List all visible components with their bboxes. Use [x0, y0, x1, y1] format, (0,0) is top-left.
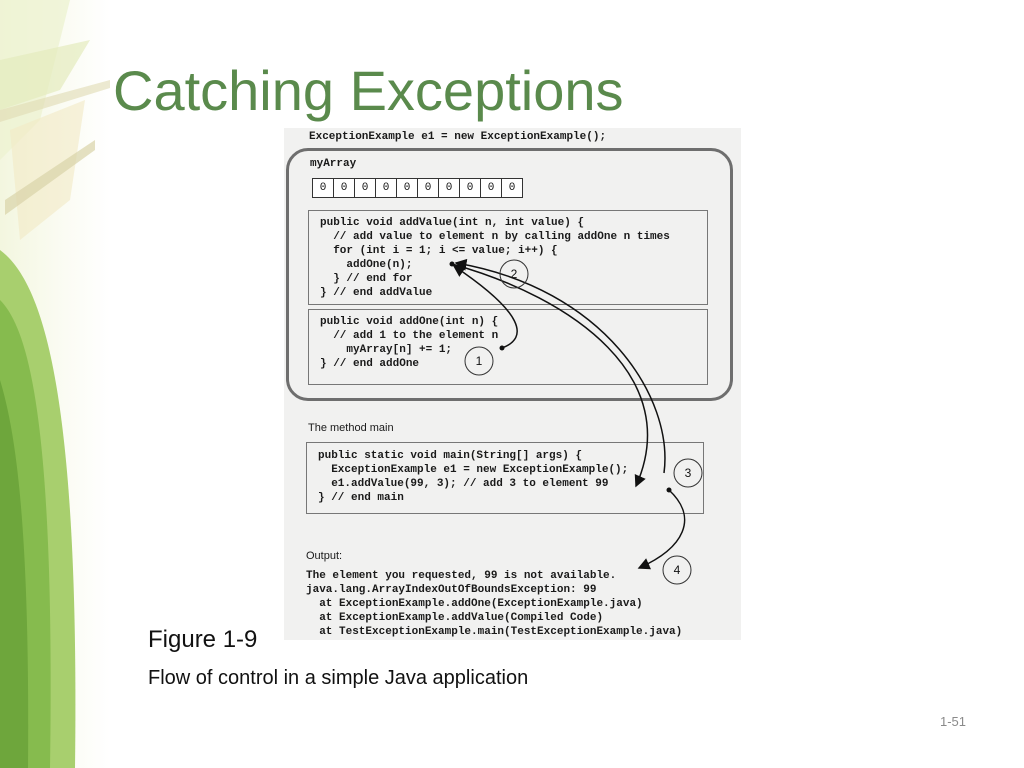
code-line: } // end addOne — [320, 358, 420, 370]
figure-top-line: ExceptionExample e1 = new ExceptionExamp… — [309, 131, 607, 143]
array-cell: 0 — [439, 179, 460, 197]
code-line: ExceptionExample e1 = new ExceptionExamp… — [318, 464, 629, 476]
step-marker-2 — [499, 259, 529, 289]
page-number: 1-51 — [940, 714, 967, 729]
arrow-step-3 — [451, 263, 649, 488]
array-cell: 0 — [418, 179, 439, 197]
step-marker-1 — [464, 346, 494, 376]
step-marker-label: 1 — [476, 354, 483, 368]
arrow-origin-dot — [499, 345, 505, 351]
code-line: public static void main(String[] args) { — [318, 450, 583, 462]
code-line: // add value to element n by calling add… — [320, 231, 670, 243]
output-line: at TestExceptionExample.main(TestExcepti… — [306, 626, 683, 638]
add-value-method-box: public void addValue(int n, int value) {… — [308, 210, 708, 305]
code-line: } // end for — [320, 273, 413, 285]
step-marker-label: 4 — [674, 563, 681, 577]
array-cell: 0 — [355, 179, 376, 197]
output-label: Output: — [306, 550, 343, 562]
array-cell: 0 — [397, 179, 418, 197]
output-line: at ExceptionExample.addValue(Compiled Co… — [306, 612, 604, 624]
control-flow-arrows: 1 2 3 4 — [449, 258, 703, 585]
code-line: for (int i = 1; i <= value; i++) { — [320, 245, 558, 257]
code-line: e1.addValue(99, 3); // add 3 to element … — [318, 478, 609, 490]
main-method-box: public static void main(String[] args) {… — [306, 442, 704, 514]
arrow-origin-dot — [666, 487, 672, 493]
figure-caption-title: Figure 1-9 — [148, 626, 258, 653]
output-line: java.lang.ArrayIndexOutOfBoundsException… — [306, 584, 597, 596]
code-figure: ExceptionExample e1 = new ExceptionExamp… — [284, 128, 741, 640]
step-marker-label: 3 — [685, 466, 692, 480]
array-cell: 0 — [481, 179, 502, 197]
output-line: The element you requested, 99 is not ava… — [306, 570, 617, 582]
array-cell: 0 — [508, 182, 516, 194]
code-line: addOne(n); — [320, 259, 413, 271]
add-one-method-box: public void addOne(int n) { // add 1 to … — [308, 309, 708, 385]
array-cell: 0 — [313, 179, 334, 197]
code-line: public void addOne(int n) { — [320, 316, 499, 328]
output-line: at ExceptionExample.addOne(ExceptionExam… — [306, 598, 643, 610]
decorative-side-strip — [0, 0, 110, 768]
array-cell: 0 — [334, 179, 355, 197]
code-line: myArray[n] += 1; — [320, 344, 453, 356]
arrow-step-4 — [637, 489, 686, 570]
array-cell: 0 — [376, 179, 397, 197]
code-line: } // end addValue — [320, 287, 433, 299]
step-marker-4 — [662, 555, 692, 585]
main-label: The method main — [308, 422, 394, 434]
array-label: myArray — [310, 158, 357, 170]
arrow-step-2 — [454, 258, 666, 474]
figure-caption-text: Flow of control in a simple Java applica… — [148, 667, 529, 689]
slide-title: Catching Exceptions — [113, 59, 624, 122]
arrow-origin-dot — [449, 261, 455, 267]
object-outline — [286, 148, 733, 401]
code-line: } // end main — [318, 492, 404, 504]
array-cell: 0 — [460, 179, 481, 197]
code-line: public void addValue(int n, int value) { — [320, 217, 585, 229]
array-values: 0 0 0 0 0 0 0 0 0 0 — [312, 178, 523, 198]
arrow-step-1 — [452, 265, 518, 349]
code-line: // add 1 to the element n — [320, 330, 499, 342]
step-marker-3 — [673, 458, 703, 488]
step-marker-label: 2 — [511, 267, 518, 281]
